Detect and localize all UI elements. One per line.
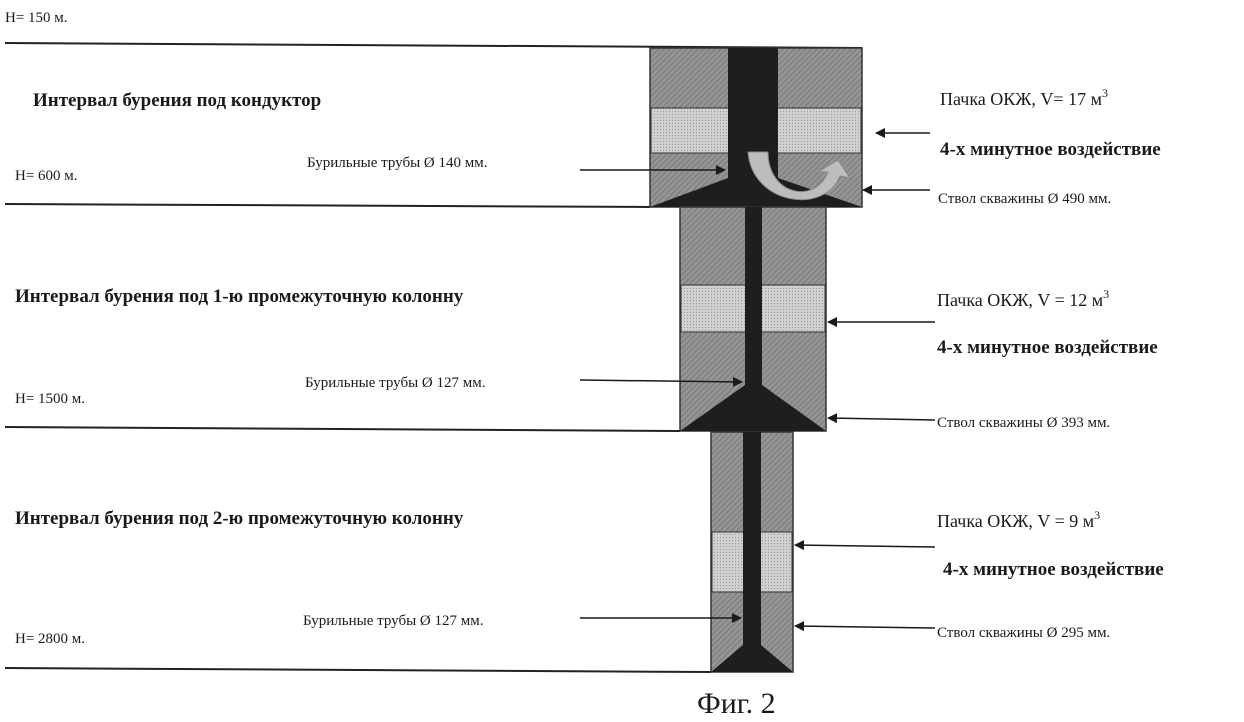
well-section-1 [650, 48, 862, 207]
pack-label: Пачка ОКЖ, V = 12 м3 [937, 287, 1109, 310]
well-label: Ствол скважины Ø 490 мм. [938, 191, 1111, 207]
pipe-label: Бурильные трубы Ø 127 мм. [305, 375, 485, 391]
section-title: Интервал бурения под 2-ю промежуточную к… [15, 508, 464, 529]
drill-pipe-2 [745, 207, 762, 431]
pipe-label: Бурильные трубы Ø 127 мм. [303, 613, 483, 629]
section-title: Интервал бурения под 1-ю промежуточную к… [15, 286, 464, 307]
depth-line-1500 [5, 427, 680, 431]
arrow-icon [795, 626, 935, 628]
depth-line-2800 [5, 668, 711, 672]
well-section-2 [680, 207, 826, 431]
pack-label: Пачка ОКЖ, V= 17 м3 [940, 86, 1108, 109]
arrow-icon [795, 545, 935, 547]
well-label: Ствол скважины Ø 295 мм. [937, 625, 1110, 641]
depth-label: H= 150 м. [5, 10, 68, 26]
action-label: 4-х минутное воздействие [940, 139, 1161, 160]
action-label: 4-х минутное воздействие [937, 337, 1158, 358]
action-label: 4-х минутное воздействие [943, 559, 1164, 580]
figure-caption: Фиг. 2 [697, 687, 776, 720]
arrow-icon [828, 418, 935, 420]
well-label: Ствол скважины Ø 393 мм. [937, 415, 1110, 431]
well-section-3 [711, 432, 793, 672]
drill-pipe-3 [743, 432, 761, 672]
pipe-label: Бурильные трубы Ø 140 мм. [307, 155, 487, 171]
depth-label: H= 600 м. [15, 168, 78, 184]
depth-label: H= 1500 м. [15, 391, 85, 407]
section-title: Интервал бурения под кондуктор [33, 90, 321, 111]
depth-line-600 [5, 204, 650, 207]
depth-label: H= 2800 м. [15, 631, 85, 647]
pack-label: Пачка ОКЖ, V = 9 м3 [937, 508, 1100, 531]
